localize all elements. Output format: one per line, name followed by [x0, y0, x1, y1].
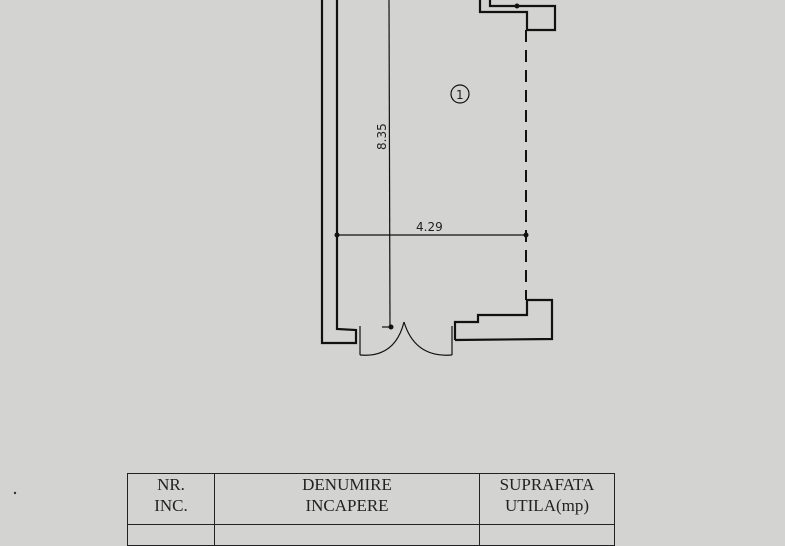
- header-nr-inc: NR. INC.: [127, 473, 215, 525]
- dimension-length: 8.35: [375, 0, 394, 330]
- header-text: SUPRAFATA: [499, 475, 595, 494]
- header-denumire: DENUMIRE INCAPERE: [214, 473, 480, 525]
- header-text: DENUMIRE: [302, 475, 392, 494]
- dimension-length-label: 8.35: [375, 123, 389, 150]
- speck: [13, 491, 17, 495]
- door: [359, 321, 453, 356]
- room-number-marker: 1: [450, 84, 470, 104]
- walls: [320, 0, 557, 355]
- dimension-width: 4.29: [334, 3, 529, 238]
- header-text: INC.: [154, 496, 188, 515]
- table-header-row: NR. INC. DENUMIRE INCAPERE SUPRAFATA UTILA(…: [127, 473, 615, 525]
- header-suprafata: SUPRAFATA UTILA(mp): [479, 473, 615, 525]
- header-text: UTILA(mp): [504, 496, 590, 515]
- dimension-width-label: 4.29: [416, 220, 443, 234]
- table-row: [127, 524, 615, 546]
- floor-plan: 8.35 4.29 1: [13, 0, 557, 495]
- header-text: INCAPERE: [305, 496, 389, 515]
- svg-text:1: 1: [456, 88, 464, 102]
- header-text: NR.: [157, 475, 185, 494]
- rooms-table: NR. INC. DENUMIRE INCAPERE SUPRAFATA UTILA(…: [127, 473, 615, 546]
